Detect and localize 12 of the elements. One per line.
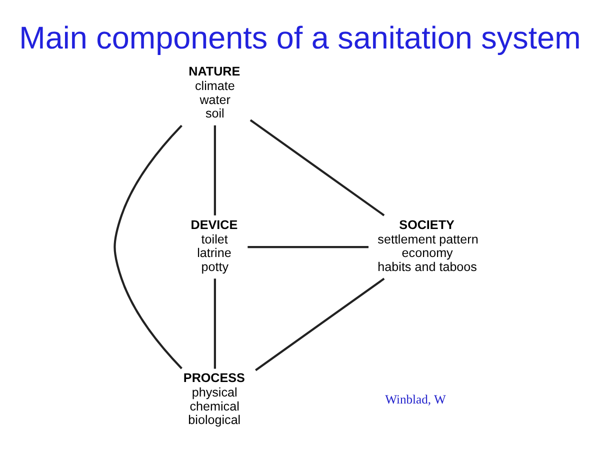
node-text: NATURE climate water soil bbox=[188, 64, 240, 120]
connector bbox=[214, 278, 216, 368]
connector bbox=[248, 245, 369, 248]
diagram-title: Main components of a sanitation system bbox=[19, 19, 581, 56]
label: Winblad, W bbox=[385, 392, 446, 406]
connector bbox=[255, 277, 385, 371]
connector bbox=[214, 124, 216, 215]
node-text: DEVICE toilet latrine potty bbox=[190, 217, 238, 274]
node-text: SOCIETY settlement pattern economy habits and taboos bbox=[378, 217, 478, 274]
connector bbox=[250, 118, 385, 216]
node-text: PROCESS physical chemical biological bbox=[183, 370, 245, 427]
connector bbox=[114, 124, 182, 369]
